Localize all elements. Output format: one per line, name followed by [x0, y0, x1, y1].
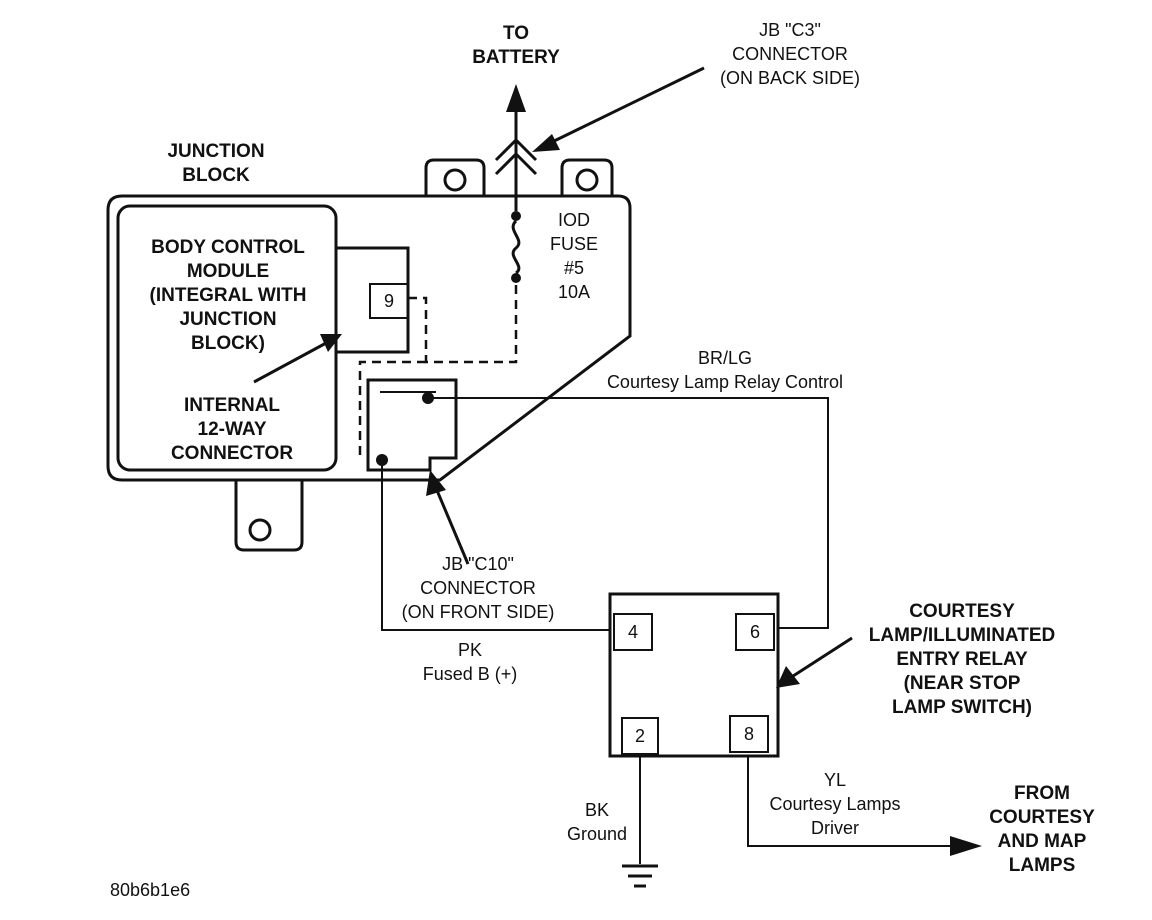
bcm-pin-9-box [369, 283, 409, 319]
jb-c10-connector-label: JB "C10"CONNECTOR(ON FRONT SIDE) [401, 554, 555, 622]
c3-connector-chevron [494, 137, 538, 176]
mounting-hole-right [575, 168, 599, 192]
relay-box [608, 592, 780, 758]
relay-pin-6-box [735, 613, 775, 651]
wire-brlg [428, 397, 829, 629]
c10-callout-arrowhead-icon [426, 470, 446, 496]
iod-fuse-symbol [511, 219, 521, 275]
c3-callout-arrowhead-icon [532, 134, 560, 152]
relay-pin-8-box [729, 715, 769, 753]
c10-connector-outline [366, 378, 458, 472]
relay-pin-4-box [613, 613, 653, 651]
fuse-terminal-bottom [511, 273, 521, 283]
figure-id-label: 80b6b1e6 [110, 880, 191, 900]
mounting-tab-left [424, 158, 486, 196]
bcm-connector-housing [336, 246, 410, 354]
relay-callout-line [789, 636, 853, 680]
relay-callout-arrowhead-icon [776, 666, 800, 688]
ground-icon [622, 864, 658, 888]
relay-pin-8-label: 8 [744, 724, 754, 744]
mounting-tab-right [560, 158, 614, 196]
wire-pk [381, 460, 610, 631]
internal-dashed-circuit [408, 282, 518, 364]
relay-pin-2-label: 2 [635, 726, 645, 746]
mounting-hole-bottom [248, 518, 272, 542]
bcm-callout-line [253, 340, 329, 384]
bcm-pin-9-label: 9 [384, 291, 394, 311]
battery-arrow-icon [506, 84, 526, 112]
mounting-tab-bottom [234, 480, 304, 552]
fuse-terminal-top [511, 211, 521, 221]
junction-block-outline [106, 194, 632, 482]
relay-pin-2-box [621, 717, 659, 755]
relay-pin-4-label: 4 [628, 622, 638, 642]
wire-yl [747, 756, 952, 847]
mounting-hole-left [443, 168, 467, 192]
c10-callout-line [434, 487, 470, 565]
bcm-callout-arrowhead-icon [320, 334, 342, 352]
relay-pin-6-label: 6 [750, 622, 760, 642]
c3-callout-line [547, 66, 705, 146]
lamps-arrow-icon [950, 836, 982, 856]
internal-dashed-loop [358, 360, 426, 460]
jb-c3-connector-label: JB "C3"CONNECTOR(ON BACK SIDE) [719, 20, 861, 88]
